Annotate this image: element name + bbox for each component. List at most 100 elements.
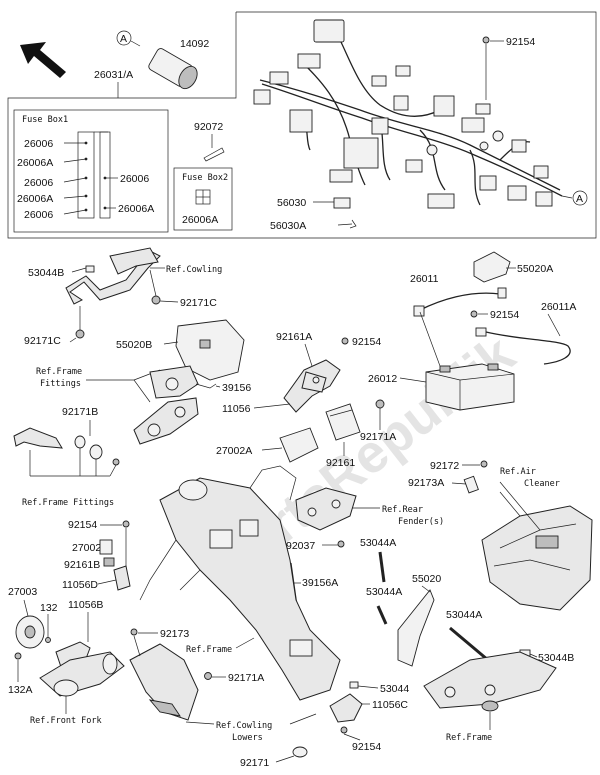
part-number: 11056B: [68, 599, 103, 611]
ref-label: Ref.Rear: [382, 505, 423, 515]
26011-cable-part: [419, 292, 501, 311]
rear-frame-part: [423, 651, 557, 709]
part-number: 92172: [430, 460, 459, 472]
ref-label: Ref.Frame Fittings: [22, 498, 114, 508]
14092-cap-part: [148, 48, 198, 90]
part-number: 55020: [412, 573, 441, 585]
part-number: 11056C: [372, 699, 408, 711]
part-number: 92171C: [24, 335, 61, 347]
ref-label: Ref.Frame: [446, 733, 492, 743]
27002A-relay-part: [279, 427, 319, 463]
part-number: 39156A: [302, 577, 338, 589]
fuse-label: 26006: [120, 173, 149, 185]
part-number: 53044B: [538, 652, 574, 664]
part-number: 92072: [194, 121, 223, 133]
part-number: 92173A: [408, 477, 444, 489]
frame-fitting-lower-part: [133, 397, 199, 445]
fuse-box-2: Fuse Box2 26006A: [173, 167, 233, 231]
fuse-label: 26006: [24, 209, 53, 221]
ref-label: Ref.Frame: [36, 367, 82, 377]
fuse-box-2-title: Fuse Box2: [182, 173, 228, 183]
ref-label: Ref.Frame: [186, 645, 232, 655]
callout-letter: A: [576, 193, 583, 205]
part-number: 53044: [380, 683, 409, 695]
55020-cover-part: [397, 589, 435, 667]
part-number: 55020B: [116, 339, 152, 351]
part-number: 39156: [222, 382, 251, 394]
cowling-stay-upper: [109, 247, 159, 275]
part-number: 92171: [240, 757, 269, 769]
ref-label: Ref.Cowling: [166, 265, 222, 275]
part-number: 27002A: [216, 445, 252, 457]
part-number: 26011: [410, 273, 439, 285]
ref-label: Ref.Cowling: [216, 721, 272, 731]
92161-pad-part: [325, 403, 361, 441]
cowling-lower-bracket-part: [129, 643, 199, 721]
part-number: 132A: [8, 684, 33, 696]
direction-arrow-icon: [20, 42, 66, 78]
battery-cover-part: [473, 251, 511, 283]
part-number: 92154: [68, 519, 97, 531]
battery-part: [425, 363, 515, 411]
part-number: 92171C: [180, 297, 217, 309]
ref-label: Ref.Air: [500, 467, 536, 477]
92072-tie-part: [203, 147, 225, 162]
ref-label: Lowers: [232, 733, 263, 743]
part-number: 53044A: [446, 609, 482, 621]
fuse-label: 26006: [24, 138, 53, 150]
92171-grommet-part: [292, 746, 308, 758]
part-number: 26011A: [541, 301, 576, 313]
part-number: 11056D: [62, 579, 98, 591]
part-number: 92161B: [64, 559, 100, 571]
ref-label: Cleaner: [524, 479, 560, 489]
ref-label: Fittings: [40, 379, 81, 389]
air-cleaner-part: [481, 505, 593, 611]
part-number: 92161A: [276, 331, 312, 343]
fuse-label: 26006: [24, 177, 53, 189]
part-number: 55020A: [517, 263, 553, 275]
part-number: 26012: [368, 373, 397, 385]
fuse-label: 26006A: [118, 203, 154, 215]
part-number: 92171A: [228, 672, 264, 684]
steering-head: [178, 479, 208, 501]
part-number: 92161: [326, 457, 355, 469]
part-number: 92173: [160, 628, 189, 640]
56030-pad-part: [333, 197, 351, 209]
92171B-bracket-part: [13, 427, 63, 449]
26011A-cable-part: [485, 331, 571, 365]
rear-fender-bracket-part: [295, 487, 357, 531]
fuse-label: 26006A: [17, 193, 53, 205]
part-number: 14092: [180, 38, 209, 50]
part-number: 92171A: [360, 431, 396, 443]
ref-label: Fender(s): [398, 517, 444, 527]
callout-a-marker: [116, 30, 132, 46]
part-number: 56030: [277, 197, 306, 209]
fuse-box-1-title: Fuse Box1: [22, 115, 68, 125]
main-wiring-harness: [253, 19, 563, 209]
ref-label: Ref.Front Fork: [30, 716, 102, 726]
part-number: 92154: [506, 36, 535, 48]
part-number: 92154: [352, 741, 381, 753]
part-number: 56030A: [270, 220, 306, 232]
callout-a-marker: [572, 190, 588, 206]
part-number: 92171B: [62, 406, 98, 418]
fuse-box-1: Fuse Box1 26006 26006A 26006 26006A 2600…: [13, 109, 169, 233]
fuse-label: 26006A: [182, 214, 218, 226]
part-number: 27002: [72, 542, 101, 554]
part-number: 92154: [352, 336, 381, 348]
part-number: 53044A: [360, 537, 396, 549]
part-number: 92037: [286, 540, 315, 552]
fuse-label: 26006A: [17, 157, 53, 169]
part-number: 26031/A: [94, 69, 133, 81]
part-number: 92154: [490, 309, 519, 321]
part-number: 132: [40, 602, 58, 614]
27002-relay-part: [99, 539, 113, 555]
part-number: 53044A: [366, 586, 402, 598]
55020B-cover-part: [175, 319, 245, 381]
11056C-bracket-part: [329, 693, 363, 723]
part-number: 27003: [8, 586, 37, 598]
53044A-tie-part: [378, 551, 386, 583]
92173A-clip-part: [463, 475, 479, 494]
callout-letter: A: [120, 33, 127, 45]
